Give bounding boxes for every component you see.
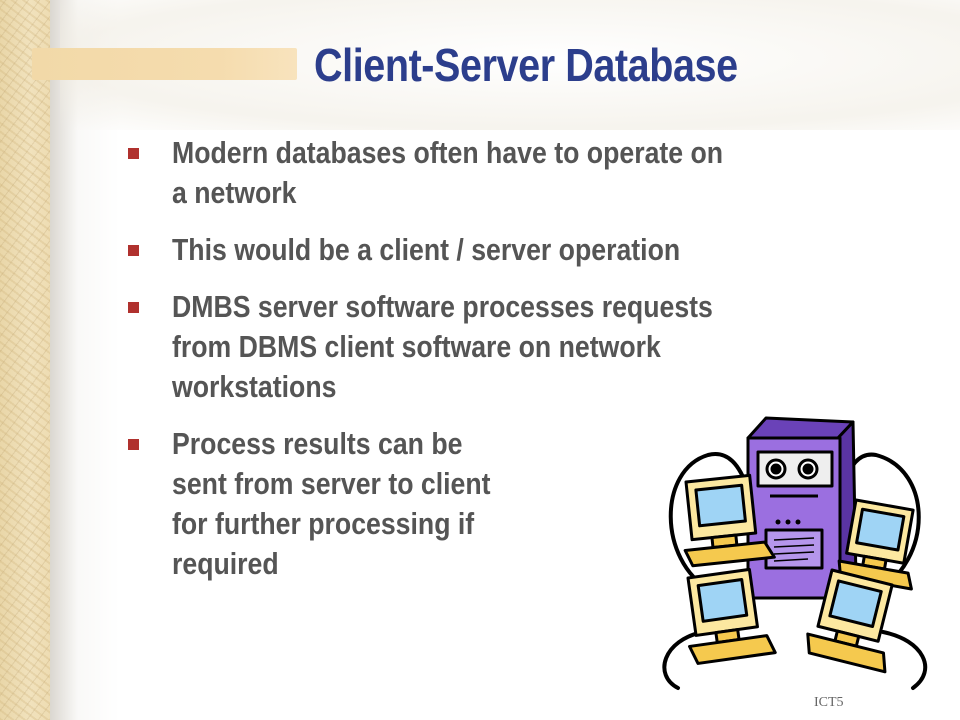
bullet-item: Modern databases often have to operate o… bbox=[128, 133, 908, 213]
workstation-top-right-icon bbox=[837, 498, 915, 591]
bullet-line: a network bbox=[172, 175, 297, 210]
workstation-bottom-right-icon bbox=[806, 568, 894, 674]
bullet-line: Process results can be bbox=[172, 426, 463, 461]
footer-label: ICT5 bbox=[814, 695, 844, 710]
bullet-item: Process results can be sent from server … bbox=[128, 424, 908, 584]
bullet-line: required bbox=[172, 546, 279, 581]
bullet-line: for further processing if bbox=[172, 506, 475, 541]
bullet-list: Modern databases often have to operate o… bbox=[128, 133, 908, 601]
bullet-line: DMBS server software processes requests bbox=[172, 289, 713, 324]
bullet-marker bbox=[128, 302, 139, 313]
slide-title: Client-Server Database bbox=[314, 39, 738, 91]
title-accent-bar bbox=[32, 48, 297, 80]
bullet-line: Modern databases often have to operate o… bbox=[172, 135, 724, 170]
bullet-line: This would be a client / server operatio… bbox=[172, 232, 681, 267]
bullet-line: sent from server to client bbox=[172, 466, 491, 501]
bullet-item: This would be a client / server operatio… bbox=[128, 230, 908, 270]
bullet-marker bbox=[128, 148, 139, 159]
workstation-bottom-left-icon bbox=[686, 567, 777, 665]
parchment-strip bbox=[0, 0, 50, 720]
workstation-top-left-icon bbox=[683, 473, 776, 568]
bullet-item: DMBS server software processes requests … bbox=[128, 287, 908, 407]
bullet-marker bbox=[128, 245, 139, 256]
bullet-line: from DBMS client software on network bbox=[172, 329, 661, 364]
bullet-marker bbox=[128, 439, 139, 450]
server-tower-icon bbox=[746, 416, 858, 600]
bullet-line: workstations bbox=[172, 369, 337, 404]
client-server-network-icon bbox=[662, 416, 928, 690]
